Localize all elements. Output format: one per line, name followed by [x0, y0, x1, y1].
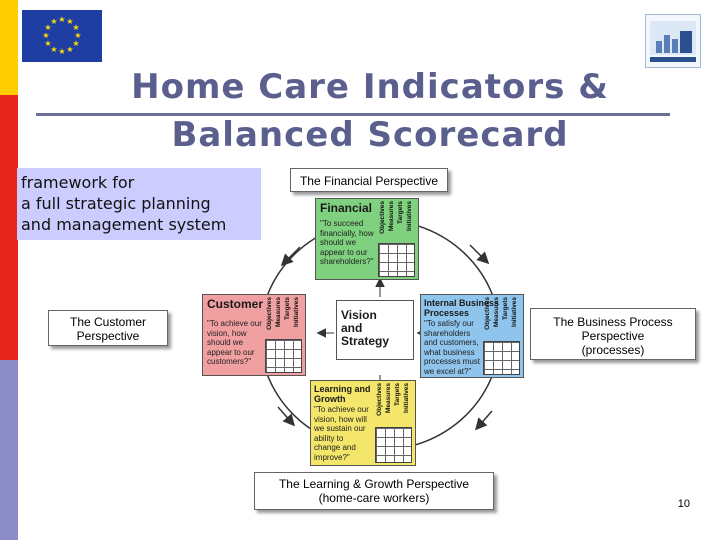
scorecard-grid — [483, 341, 520, 375]
svg-text:★: ★ — [66, 17, 73, 26]
column-header: Targets — [284, 297, 291, 320]
column-header: Objectives — [379, 201, 386, 234]
scorecard-grid — [375, 427, 412, 463]
project-logo — [645, 14, 701, 68]
page-title-line2: Balanced Scorecard — [171, 115, 569, 155]
svg-text:★: ★ — [44, 39, 51, 48]
column-header: Objectives — [266, 297, 273, 330]
framework-text-line3: and management system — [21, 215, 227, 234]
column-header: Objectives — [484, 297, 491, 330]
financial-quote: "To succeed financially, how should we a… — [320, 219, 374, 266]
customer-perspective-label: The Customer Perspective — [48, 310, 168, 346]
column-header: Initiatives — [406, 201, 413, 231]
vision-strategy-label: Vision and Strategy — [341, 308, 390, 348]
column-header: Initiatives — [403, 383, 410, 413]
svg-text:★: ★ — [50, 45, 57, 54]
column-header: Targets — [397, 201, 404, 224]
scorecard-grid — [378, 243, 415, 277]
svg-text:★: ★ — [42, 31, 49, 40]
title-divider — [36, 113, 670, 116]
sidebar-stripe-blue — [0, 360, 18, 540]
internal-perspective-box: Internal Business Processes "To satisfy … — [420, 294, 524, 378]
column-header: Initiatives — [293, 297, 300, 327]
learning-title: Learning and Growth — [314, 384, 371, 404]
svg-text:★: ★ — [66, 45, 73, 54]
svg-text:★: ★ — [58, 47, 65, 56]
svg-text:★: ★ — [58, 15, 65, 24]
svg-text:★: ★ — [72, 23, 79, 32]
column-header: Targets — [394, 383, 401, 406]
eu-flag-logo: ★ ★ ★ ★ ★ ★ ★ ★ ★ ★ ★ ★ — [22, 10, 102, 62]
framework-text-line1: framework for — [21, 173, 135, 192]
sidebar-stripe-red — [0, 95, 18, 360]
page-number: 10 — [677, 498, 690, 510]
column-header: Measures — [388, 201, 395, 231]
learning-quote: "To achieve our vision, how will we sust… — [314, 405, 369, 462]
financial-perspective-box: Financial "To succeed financially, how s… — [315, 198, 419, 280]
page-title-line1: Home Care Indicators & — [131, 67, 609, 107]
svg-text:★: ★ — [72, 39, 79, 48]
column-header: Measures — [385, 383, 392, 413]
business-process-label: The Business Process Perspective (proces… — [530, 308, 696, 360]
column-header: Objectives — [376, 383, 383, 416]
column-header: Measures — [493, 297, 500, 327]
column-header: Targets — [502, 297, 509, 320]
scorecard-grid — [265, 339, 302, 373]
learning-perspective-box: Learning and Growth "To achieve our visi… — [310, 380, 416, 466]
learning-growth-label: The Learning & Growth Perspective (home-… — [254, 472, 494, 510]
framework-box: framework for a full strategic planning … — [17, 168, 261, 240]
customer-title: Customer — [207, 297, 264, 311]
svg-text:★: ★ — [50, 17, 57, 26]
customer-perspective-box: Customer "To achieve our vision, how sho… — [202, 294, 306, 376]
framework-text-line2: a full strategic planning — [21, 194, 211, 213]
column-header: Measures — [275, 297, 282, 327]
internal-quote: "To satisfy our shareholders and custome… — [424, 319, 481, 376]
eu-stars-icon: ★ ★ ★ ★ ★ ★ ★ ★ ★ ★ ★ ★ — [42, 15, 81, 56]
vision-strategy-box: Vision and Strategy — [336, 300, 414, 360]
customer-quote: "To achieve our vision, how should we ap… — [207, 319, 262, 366]
column-header: Initiatives — [511, 297, 518, 327]
svg-text:★: ★ — [44, 23, 51, 32]
financial-perspective-label: The Financial Perspective — [290, 168, 448, 192]
svg-text:★: ★ — [74, 31, 81, 40]
internal-title: Internal Business Processes — [424, 298, 500, 318]
financial-title: Financial — [320, 201, 373, 215]
sidebar-stripe-yellow — [0, 0, 18, 95]
